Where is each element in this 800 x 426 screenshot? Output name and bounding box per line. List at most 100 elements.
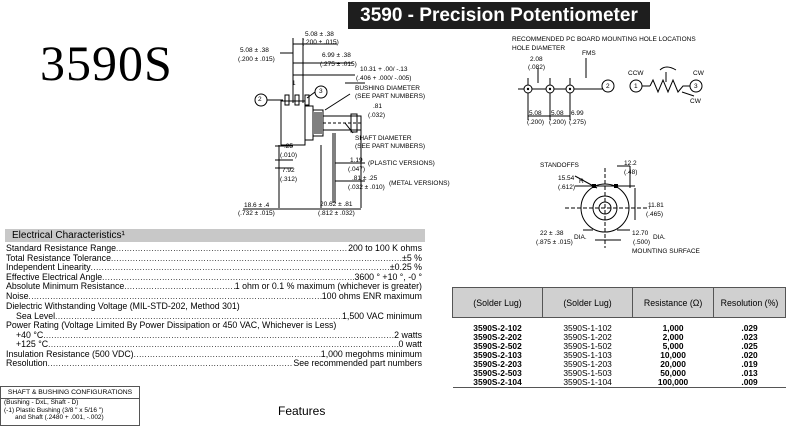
pitch-3: 6.99 [571,110,584,117]
part-number-1: 3590S-1-202 [563,332,612,342]
resistance-value: 50,000 [660,368,686,378]
shaft-config-line: (Bushing - DxL, Shaft - D) [4,399,79,406]
pitch-1: 5.08 [529,110,542,117]
spec-value: 1,000 megohms minimum [320,348,422,359]
dim-025-in: (.010) [280,152,297,159]
bushing-diameter-note: (SEE PART NUMBERS) [355,93,426,100]
pitch-2: 5.08 [551,110,564,117]
spec-name: Resolution [6,358,48,368]
spec-row: +125 °C0 watt [6,339,422,349]
hole-diameter-label: HOLE DIAMETER [512,45,566,52]
part-number-2: 3590S-2-104 [452,378,543,388]
dim-2062-in: (.812 ± .032) [318,210,355,217]
terminal-2-label: 2 [258,96,262,103]
standoffs-label: STANDOFFS [540,162,579,169]
cw-label: CW [693,70,704,77]
spec-value: 100 ohms ENR maximum [321,290,422,301]
part-number-2: 3590S-2-203 [473,359,522,369]
spec-name: Effective Electrical Angle [6,271,103,282]
shaft-diameter-label: SHAFT DIAMETER [355,135,412,142]
resolution-value: .029 [741,323,758,333]
dia-label: DIA. [574,234,587,241]
cw-arrow-label: CW [690,98,701,105]
resolution-value: .009 [713,378,786,388]
spec-name: Sea Level [16,310,56,321]
dim-699-in: (.275 ± .015) [320,61,357,68]
spec-row: Independent Linearity±0.25 % [6,262,422,272]
part-number-2: 3590S-2-202 [473,332,522,342]
d3-dim-in: (.875 ± .015) [536,239,573,246]
dim-508-b: 5.08 ± .38 [240,47,269,54]
plastic-versions-label: (PLASTIC VERSIONS) [368,160,435,167]
spec-value: 3600 ° +10 °, -0 ° [354,271,422,282]
dim-081-025-in: (.032 ± .010) [348,184,385,191]
part-number-1: 3590S-1-203 [563,359,612,369]
resistance-value: 100,000 [632,378,714,388]
dim-1031-in: (.406 + .000/ -.005) [356,75,412,82]
dim-081-in: (.032) [368,112,385,119]
schematic-terminal-2: 2 [606,83,610,90]
spec-row: Sea Level1,500 VAC minimum [6,310,422,321]
spec-name: Standard Resistance Range [6,243,117,253]
col-header-resistance: Resistance (Ω) [632,287,715,318]
dim-186: 18.6 ± .4 [244,202,270,209]
part-number-2: 3590S-2-502 [473,341,522,351]
spec-row: +40 °C2 watts [6,329,422,340]
dim-508-b-in: (.200 ± .015) [238,56,275,63]
part-number-1: 3590S-1-502 [563,341,612,351]
r-dim: 15.54 [558,175,575,182]
dim-119-in: (.047) [348,166,365,173]
dim-699: 6.99 ± .38 [322,52,351,59]
spec-value: 0 watt [398,339,422,349]
r-label: R [579,178,584,185]
dim-792-in: (.312) [280,176,297,183]
shaft-diameter-note: (SEE PART NUMBERS) [355,143,426,150]
spec-name: Insulation Resistance (500 VDC) [6,348,134,359]
spec-value: ±0.25 % [389,262,422,272]
side-view-drawing [235,28,450,218]
dim-081-025: .81 ± .25 [352,175,378,182]
dia-label-2: DIA. [653,234,666,241]
dim-119: 1.19 [350,157,363,164]
spec-row: Noise100 ohms ENR maximum [6,290,422,301]
d2-dim-in: (.465) [646,211,663,218]
pcb-hole-drawing [508,48,608,128]
spec-row: Standard Resistance Range 200 to 100 K oh… [6,243,422,253]
part-number-1: 3590S-1-103 [563,350,612,360]
part-number-2: 3590S-2-102 [473,323,522,333]
d2-dim: 11.81 [648,202,664,209]
d1-dim-in: (.48) [624,169,638,176]
spec-row: Absolute Minimum Resistance 1 ohm or 0.1 … [6,281,422,291]
resolution-value: .013 [741,368,758,378]
pitch-3-in: (.275) [569,119,586,126]
spec-name: Absolute Minimum Resistance [6,281,125,291]
features-heading: Features [278,404,326,418]
d3-dim: 22 ± .38 [540,230,564,237]
table-header-row: (Solder Lug) (Solder Lug) Resistance (Ω)… [451,287,786,318]
metal-versions-label: (METAL VERSIONS) [389,180,450,187]
spec-name: +40 °C [16,329,44,340]
dielectric-heading: Dielectric Withstanding Voltage (MIL-STD… [6,301,240,311]
part-number-2: 3590S-2-103 [473,350,522,360]
schematic-terminal-3: 3 [694,83,698,90]
spec-row: Effective Electrical Angle 3600 ° +10 °, … [6,271,422,282]
part-number-1: 3590S-1-503 [563,368,612,378]
resolution-value: .020 [741,350,758,360]
part-number-2: 3590S-2-503 [473,368,522,378]
resolution-value: .025 [741,341,758,351]
hole-dim-in: (.082) [528,64,545,71]
spec-value: 200 to 100 K ohms [348,243,422,253]
page-title-banner: 3590 - Precision Potentiometer [348,2,650,29]
spec-value: 1 ohm or 0.1 % maximum (whichever is gre… [234,281,422,291]
part-number-1: 3590S-1-104 [542,378,633,388]
hole-dim: 2.08 [530,56,543,63]
pcb-title: RECOMMENDED PC BOARD MOUNTING HOLE LOCAT… [512,36,696,43]
resistance-value: 1,000 [662,323,684,333]
dim-025: .25 [284,143,294,150]
d1-dim: 12.2 [624,160,637,167]
shaft-bushing-config-box: SHAFT & BUSHING CONFIGURATIONS (Bushing … [0,386,140,426]
dim-508-a: 5.08 ± .38 [305,31,334,38]
